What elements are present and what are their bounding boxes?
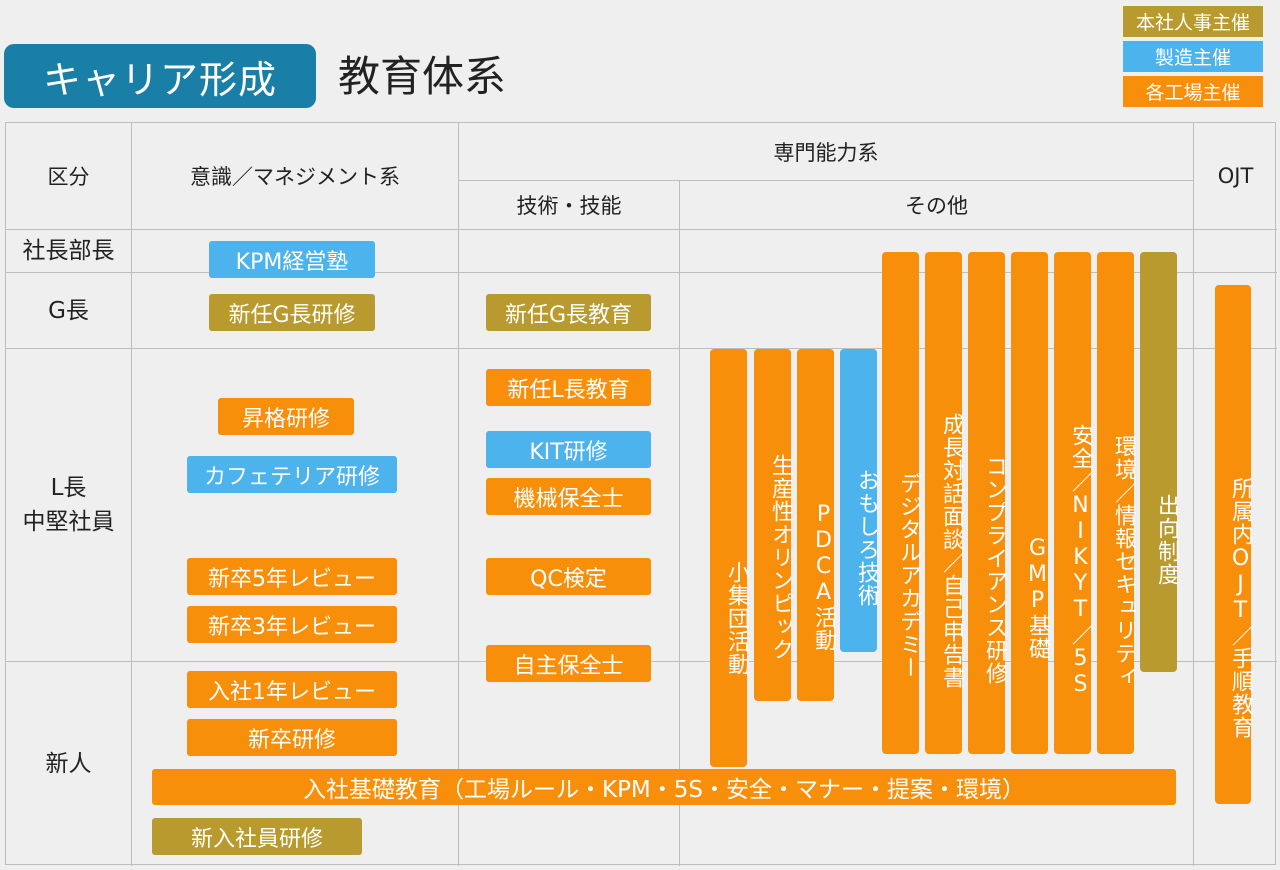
row-label-newcomer: 新人 xyxy=(6,662,131,866)
program-compliance: コンプライアンス研修 xyxy=(968,252,1007,754)
header-ojt: OJT xyxy=(1217,164,1254,188)
program-growth: 成長対話面談／自己申告書 xyxy=(925,252,964,754)
program-new-l-education: 新任L長教育 xyxy=(486,369,651,406)
grid-divider xyxy=(458,180,1193,181)
grid-divider xyxy=(6,348,1277,349)
grid-divider xyxy=(679,180,680,866)
program-kit: KIT研修 xyxy=(486,431,651,468)
page-subtitle: 教育体系 xyxy=(338,52,507,101)
program-safety: 安全／NIKYT／5S xyxy=(1054,252,1093,754)
row-label-l-leader: L長 中堅社員 xyxy=(6,349,131,661)
grid-divider xyxy=(1193,123,1194,866)
program-secondment: 出向制度 xyxy=(1140,252,1179,672)
program-review-5y: 新卒5年レビュー xyxy=(187,558,397,595)
program-qc: QC検定 xyxy=(486,558,651,595)
program-new-employee: 新入社員研修 xyxy=(152,818,362,855)
program-new-g-training: 新任G長研修 xyxy=(209,294,375,331)
header-technical: 技術・技能 xyxy=(516,194,622,218)
page-title-badge: キャリア形成 xyxy=(4,44,316,108)
program-mechanical: 機械保全士 xyxy=(486,478,651,515)
program-pdca: PDCA活動 xyxy=(797,349,836,701)
program-gmp: GMP基礎 xyxy=(1011,252,1050,754)
header-awareness: 意識／マネジメント系 xyxy=(190,165,400,189)
program-environment: 環境／情報セキュリティ xyxy=(1097,252,1136,754)
program-digital: デジタルアカデミー xyxy=(882,252,921,754)
program-new-grad: 新卒研修 xyxy=(187,719,397,756)
header-other: その他 xyxy=(905,194,968,218)
grid-divider xyxy=(458,123,459,866)
row-label-text: 新人 xyxy=(45,751,92,777)
program-basic-education: 入社基礎教育（工場ルール・KPM・5S・安全・マナー・提案・環境） xyxy=(152,769,1176,805)
grid-divider xyxy=(6,272,1277,273)
header-specialized: 専門能力系 xyxy=(773,140,879,165)
education-system-table: 区分 意識／マネジメント系 専門能力系 技術・技能 その他 OJT 社長部長 G… xyxy=(5,122,1277,866)
program-review-1y: 入社1年レビュー xyxy=(187,671,397,708)
program-omoshiro: おもしろ技術 xyxy=(840,349,879,652)
row-label-president: 社長部長 xyxy=(6,230,131,272)
row-label-text: 社長部長 xyxy=(22,238,115,264)
row-label-text: L長 xyxy=(50,475,87,501)
legend-factory: 各工場主催 xyxy=(1123,76,1263,107)
header-division: 区分 xyxy=(47,165,90,189)
row-label-text: G長 xyxy=(48,297,89,324)
program-review-3y: 新卒3年レビュー xyxy=(187,606,397,643)
grid-divider xyxy=(131,123,132,866)
legend-manufacturing: 製造主催 xyxy=(1123,41,1263,72)
program-cafeteria: カフェテリア研修 xyxy=(187,456,397,493)
program-autonomous: 自主保全士 xyxy=(486,645,651,682)
program-promotion: 昇格研修 xyxy=(218,398,354,435)
legend-hq-hr: 本社人事主催 xyxy=(1123,6,1263,37)
program-new-g-education: 新任G長教育 xyxy=(486,294,651,331)
program-small-group: 小集団活動 xyxy=(710,349,749,767)
program-kpm: KPM経営塾 xyxy=(209,241,375,278)
row-label-g-leader: G長 xyxy=(6,273,131,348)
program-productivity: 生産性オリンピック xyxy=(754,349,793,701)
program-ojt: 所属内OJT／手順教育 xyxy=(1215,285,1253,804)
grid-divider xyxy=(6,229,1277,230)
row-label-text: 中堅社員 xyxy=(22,509,115,535)
